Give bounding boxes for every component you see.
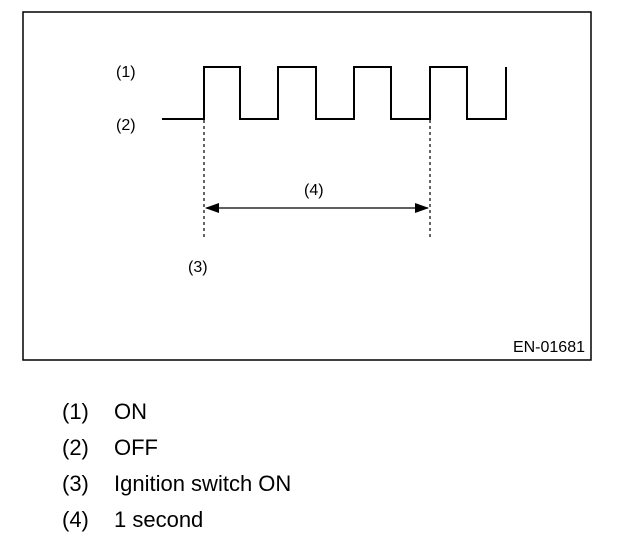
legend-text: 1 second — [114, 507, 204, 532]
legend-item: (2) OFF — [62, 434, 291, 470]
legend-item: (1) ON — [62, 398, 291, 434]
legend: (1) ON (2) OFF (3) Ignition switch ON (4) 1 … — [62, 398, 291, 542]
diagram-frame — [22, 11, 592, 361]
label-interval: (4) — [304, 182, 324, 199]
label-ignition: (3) — [188, 259, 208, 276]
legend-number: (2) — [62, 435, 89, 460]
label-on: (1) — [116, 64, 136, 81]
legend-number: (3) — [62, 471, 89, 496]
legend-text: ON — [114, 399, 147, 424]
pulse-waveform — [162, 66, 507, 120]
legend-number: (1) — [62, 399, 89, 424]
legend-item: (3) Ignition switch ON — [62, 470, 291, 506]
timing-diagram: (1) (2) (4) (3) EN-01681 — [22, 11, 592, 361]
legend-text: Ignition switch ON — [114, 471, 292, 496]
label-off: (2) — [116, 117, 136, 134]
interval-arrow-right-head — [415, 203, 429, 213]
legend-item: (4) 1 second — [62, 506, 291, 542]
interval-arrow-left-head — [205, 203, 219, 213]
legend-text: OFF — [114, 435, 158, 460]
legend-number: (4) — [62, 507, 89, 532]
figure-id: EN-01681 — [513, 339, 585, 356]
